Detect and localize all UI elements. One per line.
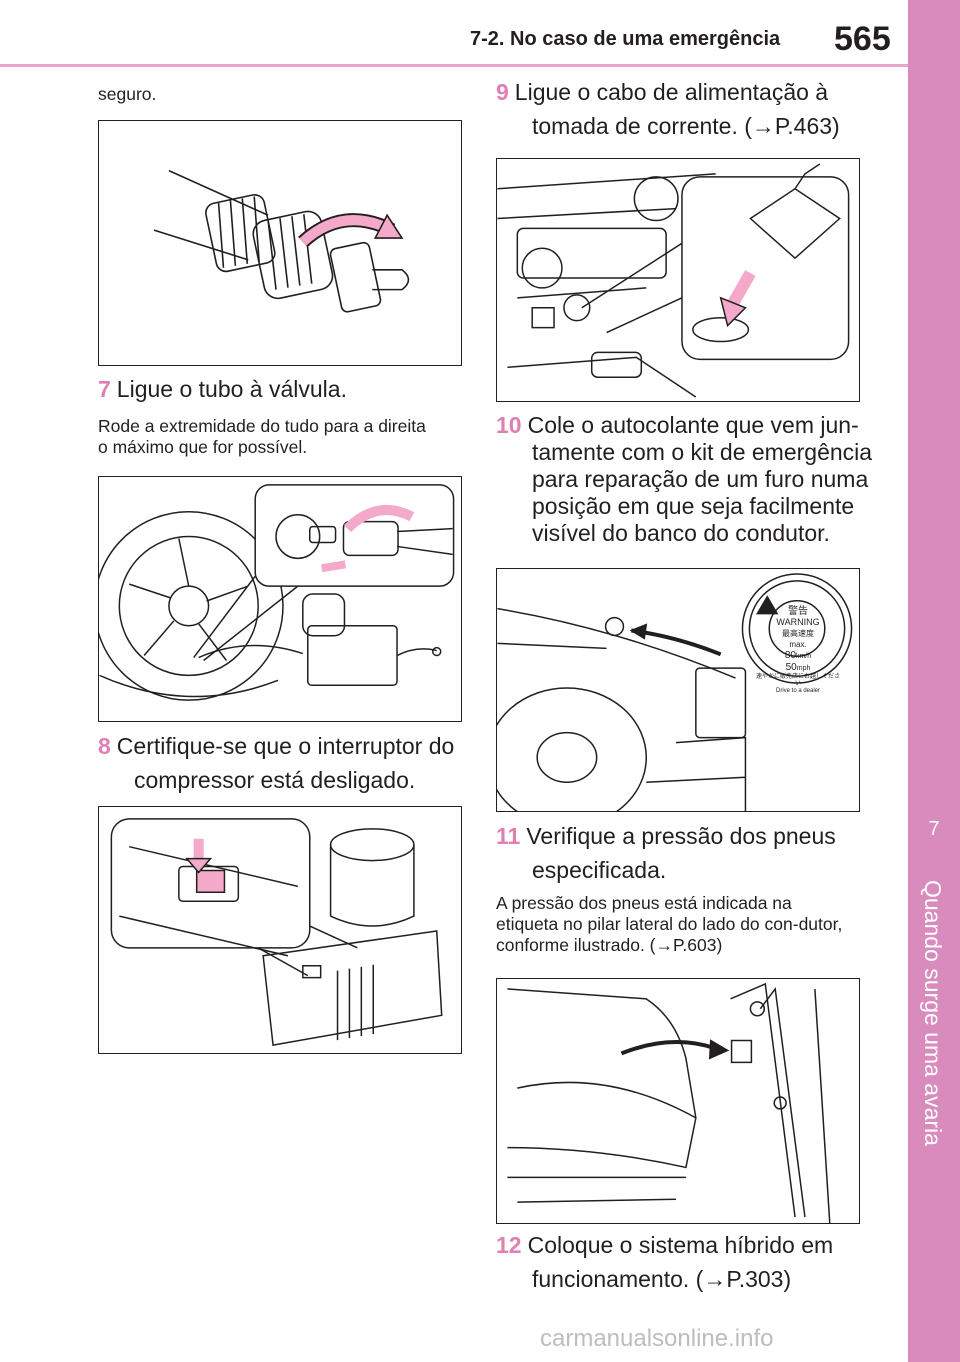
step-12-number: 12 <box>496 1232 522 1258</box>
page-number: 565 <box>834 20 891 58</box>
figure-sticker-placement <box>496 568 860 812</box>
section-title: 7-2. No caso de uma emergência <box>470 28 781 50</box>
step-12-text: Coloque o sistema híbrido em funcionamen… <box>527 1232 834 1292</box>
step-7-text: Ligue o tubo à válvula. <box>116 376 347 402</box>
chapter-number: 7 <box>928 818 940 840</box>
figure-door-pillar-label <box>496 978 860 1224</box>
chapter-side-tab <box>908 0 960 1362</box>
intro-text: seguro. <box>98 84 157 104</box>
step-11-note: A pressão dos pneus está indicada na eti… <box>496 893 843 955</box>
sticker-warning-jp: 警告 <box>788 606 808 617</box>
step-7-note: Rode a extremidade do tudo para a direit… <box>98 416 426 457</box>
sticker-bottom-jp: 速やかに販売店にお越しください <box>755 674 840 687</box>
step-10-text: Cole o autocolante que vem jun-tamente c… <box>527 412 873 546</box>
step-11-text: Verifique a pressão dos pneus especifica… <box>526 823 836 883</box>
step-11-number: 11 <box>496 823 521 849</box>
figure-hose-end <box>98 120 462 366</box>
header-rule <box>0 64 908 67</box>
sticker-label: 警告 WARNING 最高速度 max. 80km/h 50mph 速やかに販売… <box>754 606 842 695</box>
sticker-max-label: max. <box>789 640 807 649</box>
sticker-bottom-en: Drive to a dealer <box>775 688 821 694</box>
sticker-mph: 50mph <box>785 662 811 673</box>
step-8-text: Certifique-se que o interruptor do compr… <box>116 733 455 793</box>
chapter-title: Quando surge uma avaria <box>920 880 946 1146</box>
watermark: carmanualsonline.info <box>540 1325 774 1352</box>
step-7-number: 7 <box>98 376 111 402</box>
step-8-number: 8 <box>98 733 111 759</box>
step-9-text: Ligue o cabo de alimentação à tomada de … <box>514 79 840 139</box>
figure-compressor-switch <box>98 806 462 1054</box>
step-9-number: 9 <box>496 79 509 105</box>
sticker-warning-en: WARNING <box>776 617 820 627</box>
sticker-kmh: 80km/h <box>784 650 812 661</box>
figure-tire-valve <box>98 476 462 722</box>
step-10-number: 10 <box>496 412 522 438</box>
sticker-max-jp: 最高速度 <box>782 629 814 638</box>
figure-power-outlet <box>496 158 860 402</box>
